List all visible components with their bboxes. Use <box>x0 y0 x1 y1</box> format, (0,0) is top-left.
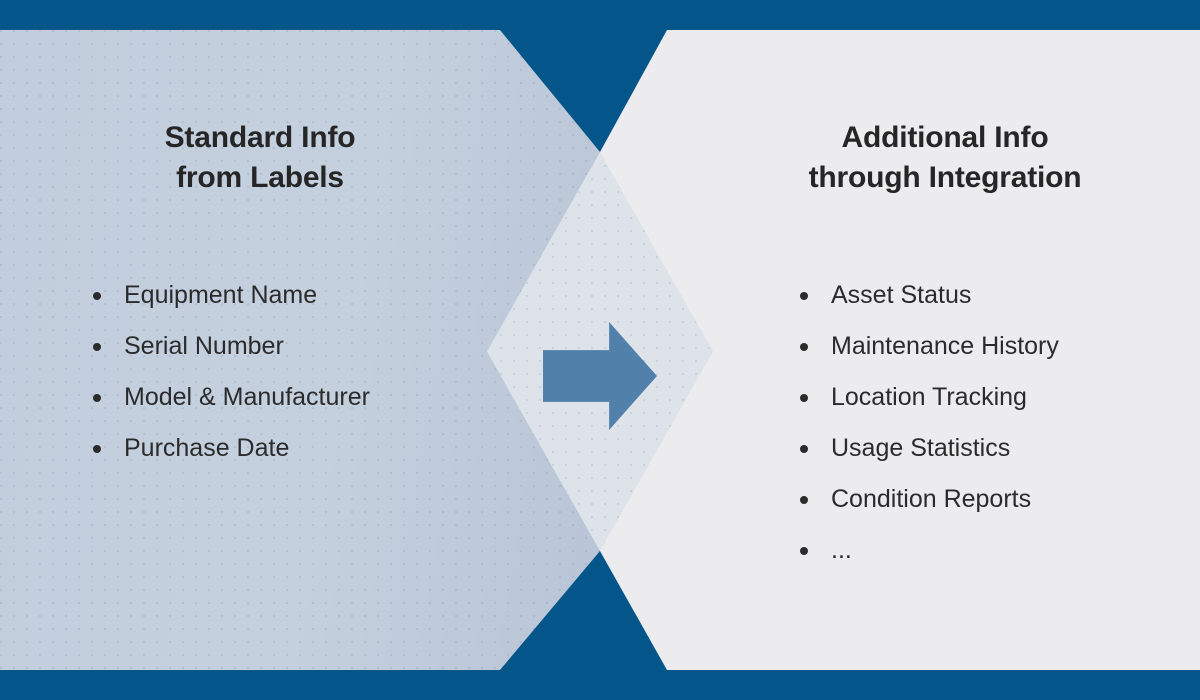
additional-info-title-line2: through Integration <box>808 160 1082 194</box>
list-item: Equipment Name <box>88 270 460 321</box>
list-item: Asset Status <box>795 270 1150 321</box>
additional-info-content: Additional Info through Integration Asse… <box>680 30 1180 670</box>
standard-info-content: Standard Info from Labels Equipment Name… <box>0 30 500 670</box>
standard-info-title-line1: Standard Info <box>164 121 356 154</box>
list-item: Purchase Date <box>88 423 460 474</box>
list-item: ... <box>795 525 1150 576</box>
additional-info-list: Asset Status Maintenance History Locatio… <box>740 270 1150 576</box>
list-item: Usage Statistics <box>795 423 1150 474</box>
list-item: Serial Number <box>88 321 460 372</box>
list-item: Location Tracking <box>795 372 1150 423</box>
bottom-accent-bar <box>0 670 1200 700</box>
standard-info-title: Standard Info from Labels <box>60 30 460 198</box>
standard-info-title-line2: from Labels <box>176 160 344 194</box>
additional-info-title-line1: Additional Info <box>841 121 1049 154</box>
additional-info-title: Additional Info through Integration <box>740 30 1150 198</box>
top-accent-bar <box>0 0 1200 30</box>
list-item: Maintenance History <box>795 321 1150 372</box>
list-item: Model & Manufacturer <box>88 372 460 423</box>
diagram-stage: Standard Info from Labels Equipment Name… <box>0 30 1200 670</box>
standard-info-list: Equipment Name Serial Number Model & Man… <box>60 270 460 474</box>
list-item: Condition Reports <box>795 474 1150 525</box>
